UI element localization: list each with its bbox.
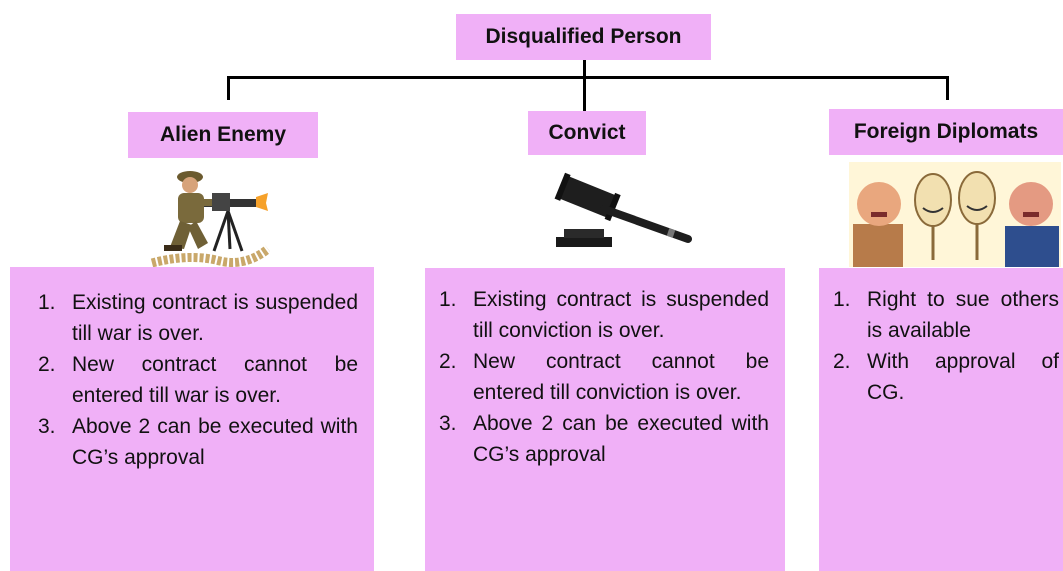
root-label: Disqualified Person	[485, 25, 682, 48]
alien-enemy-points-list: 1.Existing contract is suspended till wa…	[26, 287, 358, 473]
list-item: 2.With approval of CG.	[833, 350, 1059, 404]
category-convict-header: Convict	[528, 111, 646, 155]
connector-root-stem	[583, 60, 586, 78]
list-item: 1.Existing contract is suspended till wa…	[38, 291, 358, 345]
category-alien-enemy-points-box: 1.Existing contract is suspended till wa…	[10, 267, 374, 571]
list-item: 3.Above 2 can be executed with CG’s appr…	[439, 412, 769, 466]
category-alien-enemy-header: Alien Enemy	[128, 112, 318, 158]
root-node: Disqualified Person	[456, 14, 711, 60]
category-convict-title: Convict	[548, 121, 626, 144]
category-foreign-diplomats-header: Foreign Diplomats	[829, 109, 1063, 155]
foreign-diplomats-points-list: 1.Right to sue others is available 2.Wit…	[821, 284, 1059, 408]
connector-right-drop	[946, 76, 949, 100]
category-foreign-diplomats-points-box: 1.Right to sue others is available 2.Wit…	[819, 268, 1063, 571]
list-item: 2.New contract cannot be entered till co…	[439, 350, 769, 404]
category-alien-enemy-title: Alien Enemy	[159, 123, 287, 146]
category-foreign-diplomats-title: Foreign Diplomats	[853, 120, 1039, 143]
list-item: 2.New contract cannot be entered till wa…	[38, 353, 358, 407]
soldier-machine-gun-icon	[150, 171, 270, 268]
diplomats-masks-icon	[849, 162, 1061, 267]
list-item: 1.Right to sue others is available	[833, 288, 1059, 342]
list-item: 1.Existing contract is suspended till co…	[439, 288, 769, 342]
connector-left-drop	[227, 76, 230, 100]
category-convict-points-box: 1.Existing contract is suspended till co…	[425, 268, 785, 571]
connector-horizontal-bar	[227, 76, 949, 79]
list-item: 3.Above 2 can be executed with CG’s appr…	[38, 415, 358, 469]
connector-middle-drop	[583, 76, 586, 112]
convict-points-list: 1.Existing contract is suspended till co…	[427, 284, 769, 470]
gavel-icon	[554, 172, 692, 247]
